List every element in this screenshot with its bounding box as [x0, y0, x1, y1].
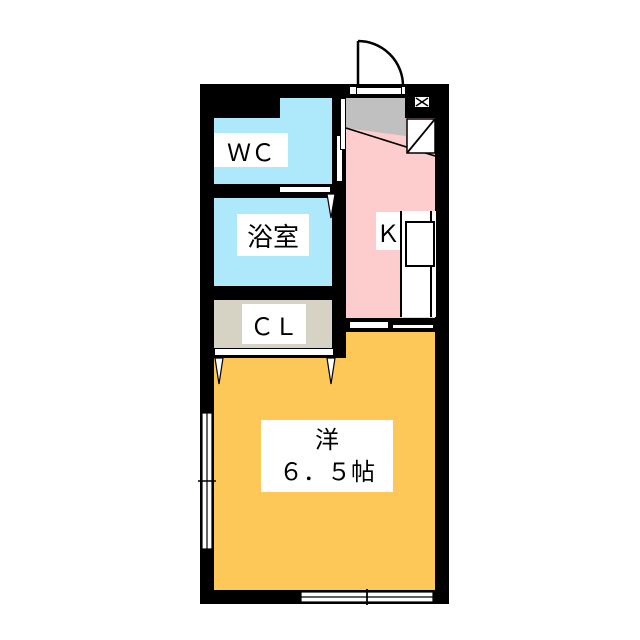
left-window-icon: [198, 412, 216, 550]
wc-sliding-door: [336, 135, 343, 182]
entrance-wall-strip-bottom: [350, 94, 405, 98]
closet-door-right-hinge-icon-2: [326, 358, 336, 385]
wc-label: ＷＣ: [214, 133, 288, 167]
kitchen-label: Ｋ: [376, 212, 400, 250]
wc-corner-wall: [214, 98, 280, 118]
wc-sliding-door-2: [340, 98, 346, 150]
western-room-label-box: 洋 ６．５帖: [261, 420, 393, 492]
wc-door: [279, 186, 331, 193]
wall-bath-closet: [214, 286, 346, 300]
bath-door-hinge-icon: [326, 194, 336, 219]
outer-wall-top-left: [200, 84, 350, 98]
closet-door-line: [214, 356, 332, 358]
western-room-size: ６．５帖: [279, 458, 375, 486]
bath-label: 浴室: [237, 214, 309, 256]
entrance-wall-strip: [350, 84, 405, 87]
pipe-space-icon: [415, 97, 429, 107]
room-western-upper: [346, 332, 435, 358]
kitchen-partition-sill: [349, 321, 389, 329]
closet-door-left-hinge-icon-2: [214, 358, 224, 385]
entrance-door-icon: [356, 39, 405, 87]
kitchen-sink-icon: [405, 221, 435, 267]
outer-wall-right: [435, 84, 449, 604]
closet-door-repaint: [214, 348, 334, 356]
closet-wall-right: [332, 300, 346, 358]
closet-label: ＣＬ: [242, 304, 306, 344]
bottom-window-icon: [300, 589, 434, 605]
kitchen-counter-base: [392, 324, 434, 329]
western-room-label: 洋: [315, 426, 339, 454]
shoe-cabinet-icon: [406, 118, 436, 154]
